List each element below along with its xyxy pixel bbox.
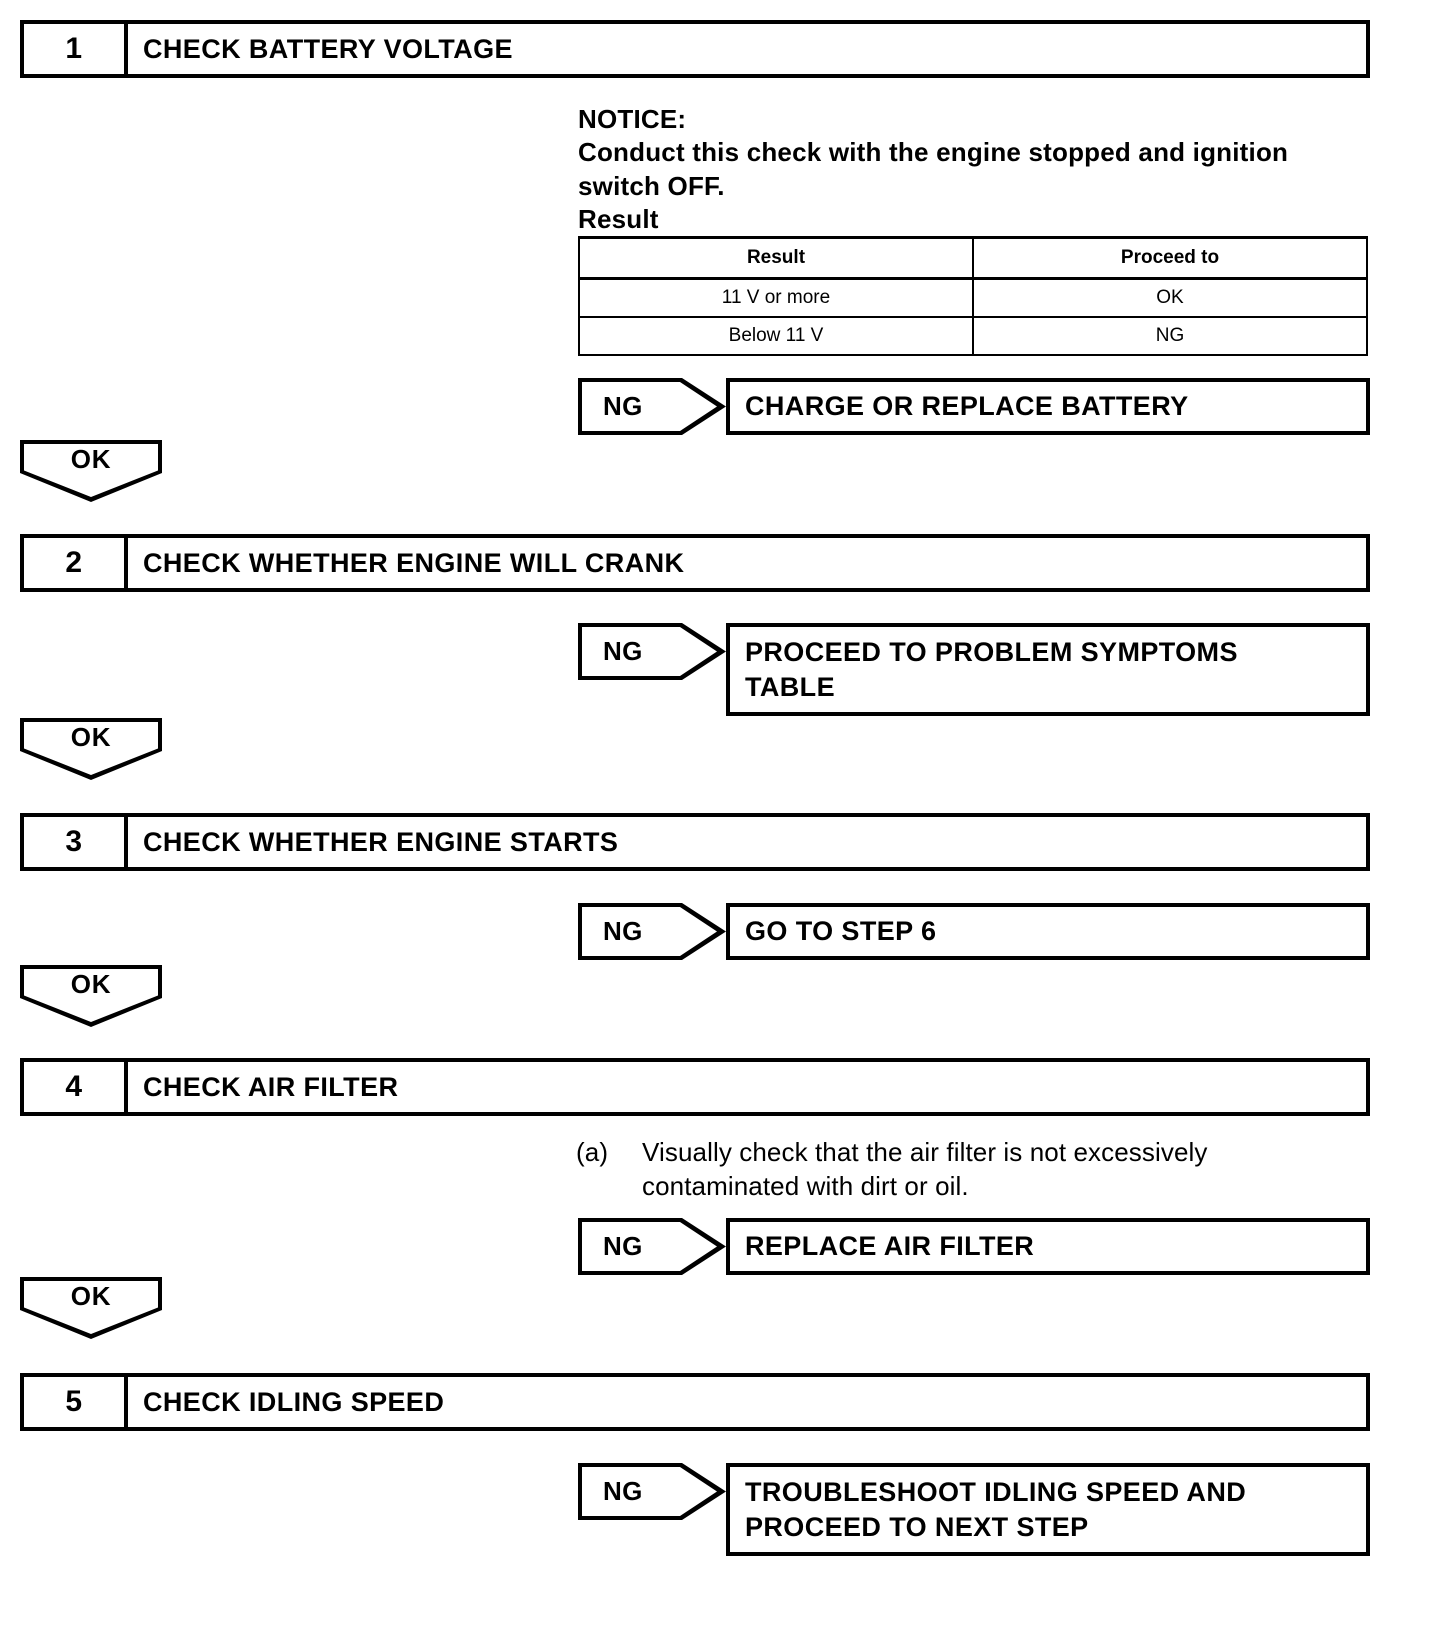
ng-action-box-5: TROUBLESHOOT IDLING SPEED AND PROCEED TO… bbox=[726, 1463, 1370, 1556]
ok-arrow-tag-3: OK bbox=[20, 965, 162, 1027]
table-cell-result-0: 11 V or more bbox=[578, 277, 974, 318]
result-table: Result Proceed to 11 V or more OK Below … bbox=[578, 236, 1368, 356]
ng-action-line-1: CHARGE OR REPLACE BATTERY bbox=[745, 391, 1189, 422]
ng-label-3: NG bbox=[603, 916, 643, 946]
ng-arrow-tag-4: NG bbox=[578, 1218, 726, 1275]
step-bar-3: 3 CHECK WHETHER ENGINE STARTS bbox=[20, 813, 1370, 871]
notice-heading: NOTICE: bbox=[578, 104, 687, 134]
ng-action-box-4: REPLACE AIR FILTER bbox=[726, 1218, 1370, 1275]
step-title-4: CHECK AIR FILTER bbox=[143, 1071, 399, 1102]
ng-arrow-tag-1: NG bbox=[578, 378, 726, 435]
instruction-marker-a: (a) bbox=[576, 1137, 609, 1167]
notice-result-label: Result bbox=[578, 203, 659, 234]
ok-label-4: OK bbox=[70, 1281, 112, 1311]
table-header-proceed-to: Proceed to bbox=[972, 236, 1368, 280]
ng-action-box-3: GO TO STEP 6 bbox=[726, 903, 1370, 960]
step-title-1: CHECK BATTERY VOLTAGE bbox=[143, 33, 513, 64]
ng-branch-5: NG TROUBLESHOOT IDLING SPEED AND PROCEED… bbox=[578, 1463, 1370, 1556]
step-number-2: 2 bbox=[24, 538, 128, 588]
ok-arrow-tag-2: OK bbox=[20, 718, 162, 780]
table-cell-proceed-0: OK bbox=[972, 277, 1368, 318]
table-cell-proceed-1: NG bbox=[972, 316, 1368, 356]
ng-branch-4: NG REPLACE AIR FILTER bbox=[578, 1218, 1370, 1275]
step-bar-5: 5 CHECK IDLING SPEED bbox=[20, 1373, 1370, 1431]
ok-label-2: OK bbox=[70, 722, 112, 752]
step-bar-1: 1 CHECK BATTERY VOLTAGE bbox=[20, 20, 1370, 78]
ok-label-1: OK bbox=[70, 444, 112, 474]
ng-arrow-tag-5: NG bbox=[578, 1463, 726, 1520]
ng-branch-2: NG PROCEED TO PROBLEM SYMPTOMS TABLE bbox=[578, 623, 1370, 716]
step-number-4: 4 bbox=[24, 1062, 128, 1112]
ng-branch-1: NG CHARGE OR REPLACE BATTERY bbox=[578, 378, 1370, 435]
step-title-5: CHECK IDLING SPEED bbox=[143, 1386, 445, 1417]
notice-line-1: Conduct this check with the engine stopp… bbox=[578, 137, 1289, 168]
instruction-a: (a) Visually check that the air filter i… bbox=[576, 1136, 1336, 1204]
ng-action-line-1: GO TO STEP 6 bbox=[745, 916, 937, 947]
ng-action-line-1: TROUBLESHOOT IDLING SPEED AND bbox=[745, 1476, 1247, 1507]
ng-action-box-1: CHARGE OR REPLACE BATTERY bbox=[726, 378, 1370, 435]
ng-action-line-1: REPLACE AIR FILTER bbox=[745, 1231, 1035, 1262]
table-cell-result-1: Below 11 V bbox=[578, 316, 974, 356]
step-title-2: CHECK WHETHER ENGINE WILL CRANK bbox=[143, 547, 685, 578]
ng-action-line-1: PROCEED TO PROBLEM SYMPTOMS bbox=[745, 636, 1238, 667]
step-number-5: 5 bbox=[24, 1377, 128, 1427]
ng-action-line-2: PROCEED TO NEXT STEP bbox=[745, 1511, 1089, 1542]
ok-label-3: OK bbox=[70, 969, 112, 999]
step-bar-2: 2 CHECK WHETHER ENGINE WILL CRANK bbox=[20, 534, 1370, 592]
step-number-1: 1 bbox=[24, 24, 128, 74]
ng-label-2: NG bbox=[603, 636, 643, 666]
step-bar-4: 4 CHECK AIR FILTER bbox=[20, 1058, 1370, 1116]
ng-label-1: NG bbox=[603, 391, 643, 421]
table-row: 11 V or more OK bbox=[578, 277, 1368, 318]
ng-branch-3: NG GO TO STEP 6 bbox=[578, 903, 1370, 960]
notice-block: NOTICE: Conduct this check with the engi… bbox=[578, 103, 1288, 236]
table-row: Below 11 V NG bbox=[578, 316, 1368, 356]
instruction-text-a: Visually check that the air filter is no… bbox=[642, 1137, 1208, 1201]
ng-arrow-tag-2: NG bbox=[578, 623, 726, 680]
ng-label-5: NG bbox=[603, 1476, 643, 1506]
table-header-result: Result bbox=[578, 236, 974, 280]
step-number-3: 3 bbox=[24, 817, 128, 867]
ng-label-4: NG bbox=[603, 1231, 643, 1261]
step-title-3: CHECK WHETHER ENGINE STARTS bbox=[143, 826, 619, 857]
ok-arrow-tag-1: OK bbox=[20, 440, 162, 502]
ng-action-box-2: PROCEED TO PROBLEM SYMPTOMS TABLE bbox=[726, 623, 1370, 716]
notice-line-2: switch OFF. bbox=[578, 170, 725, 201]
ng-arrow-tag-3: NG bbox=[578, 903, 726, 960]
ok-arrow-tag-4: OK bbox=[20, 1277, 162, 1339]
ng-action-line-2: TABLE bbox=[745, 671, 835, 702]
table-header-row: Result Proceed to bbox=[578, 236, 1368, 280]
